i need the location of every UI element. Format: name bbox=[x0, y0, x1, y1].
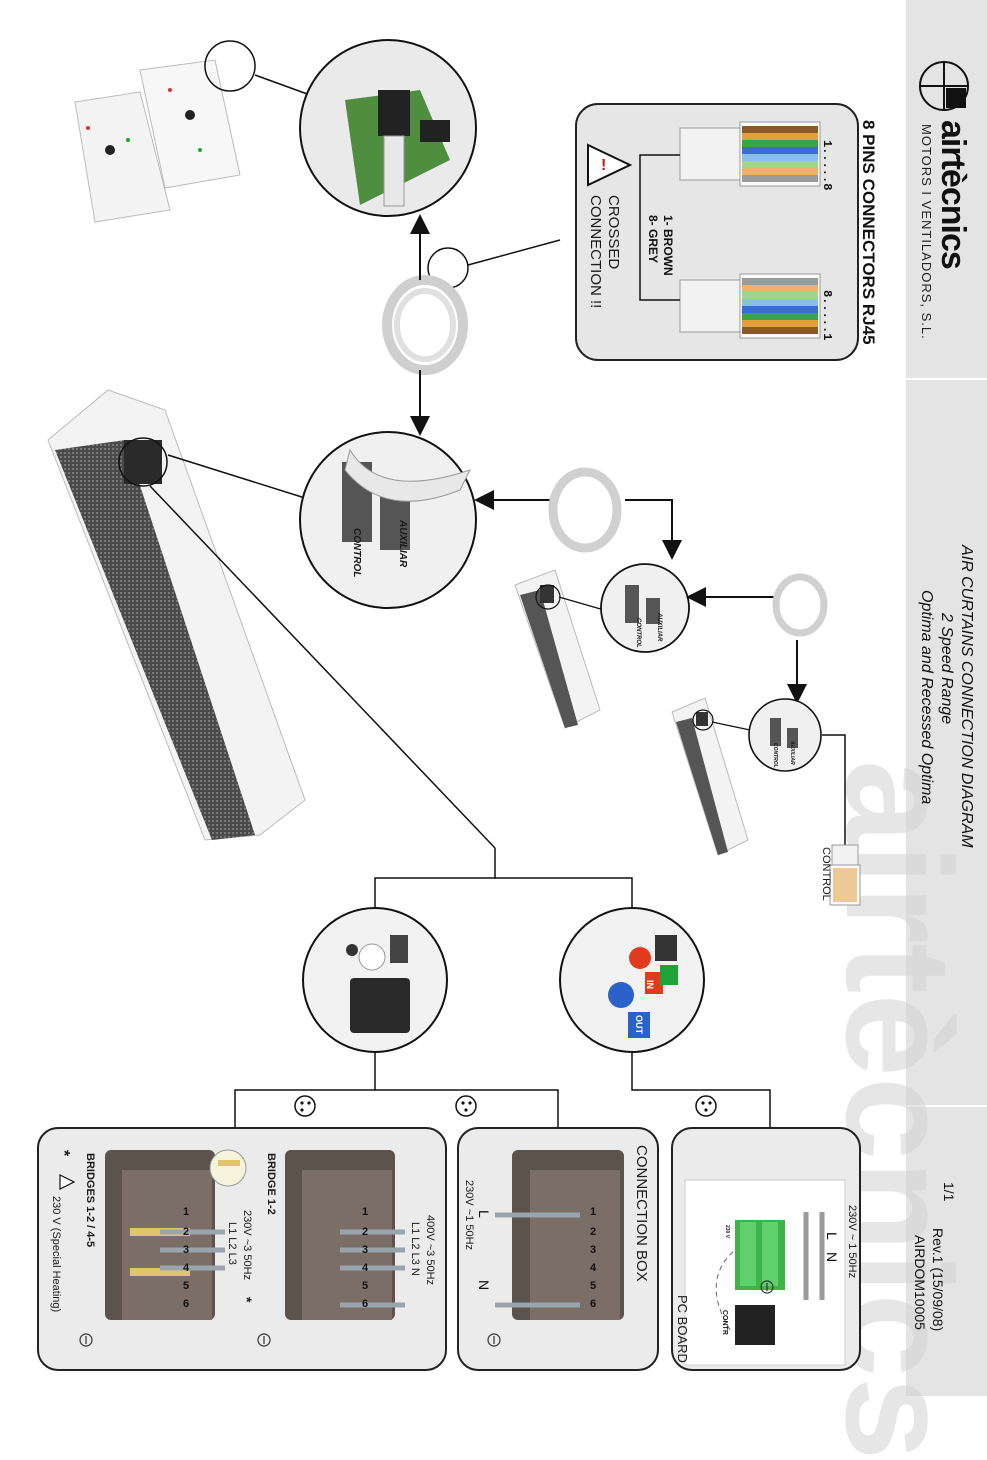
brand-subtitle: MOTORS I VENTILADORS, S.L. bbox=[919, 124, 934, 340]
cable-coil-2 bbox=[548, 467, 622, 553]
pc-board-terminal-label: 230 V bbox=[724, 1225, 730, 1239]
low-voltage-terminal-block bbox=[105, 1150, 225, 1320]
sidebar-divider bbox=[906, 1105, 987, 1107]
bridge-clip bbox=[209, 1149, 247, 1187]
main-air-curtain bbox=[47, 389, 306, 841]
connection-box-terminal-block bbox=[495, 1150, 624, 1320]
connection-box-title: CONNECTION BOX bbox=[633, 1145, 650, 1282]
cable-coil-3 bbox=[772, 573, 828, 637]
out-button-label: OUT bbox=[634, 1015, 644, 1034]
revision: Rev.1 (15/09/08) bbox=[930, 1228, 946, 1332]
bridge-title-2: BRIDGES 1-2 / 4-5 bbox=[84, 1153, 96, 1248]
control-rj45-plug bbox=[829, 844, 861, 906]
button-panel-detail bbox=[559, 907, 705, 1053]
terminal-number: 1 bbox=[362, 1206, 368, 1218]
warning-text-line2: CONNECTION !! bbox=[587, 195, 604, 309]
pc-board-L: L bbox=[824, 1232, 840, 1240]
speed-dots-icon bbox=[695, 1095, 717, 1117]
low-voltage-star: * bbox=[239, 1297, 255, 1303]
port-label-auxiliar: AUXILIAR bbox=[789, 741, 795, 765]
tri-phases: L1 L2 L3 N bbox=[409, 1222, 421, 1276]
motor-box-detail bbox=[302, 907, 448, 1053]
port-label-control: CONTROL bbox=[635, 618, 641, 648]
terminal-number: 4 bbox=[183, 1262, 190, 1274]
document-code: AIRDOM10005 bbox=[912, 1235, 928, 1330]
rj45-left-pins: 1.....8 bbox=[820, 140, 834, 191]
terminal-number: 5 bbox=[590, 1280, 596, 1292]
warning-triangle-icon: ! bbox=[587, 143, 633, 187]
port-label-auxiliar: AUXILIAR bbox=[656, 613, 662, 642]
wire-note-brown: 1- BROWN bbox=[661, 215, 675, 276]
rj45-right-pins: 8.....1 bbox=[820, 290, 834, 341]
remote-pcb-detail bbox=[299, 39, 477, 217]
ground-icon bbox=[79, 1333, 93, 1347]
warning-triangle-icon bbox=[59, 1174, 76, 1190]
terminal-number: 6 bbox=[590, 1298, 596, 1310]
diagram-title: AIR CURTAINS CONNECTION DIAGRAM bbox=[958, 545, 975, 848]
sidebar-divider bbox=[906, 378, 987, 380]
third-air-curtain bbox=[671, 697, 749, 856]
rj45-heading: 8 PINS CONNECTORS RJ45 bbox=[859, 120, 878, 345]
low-voltage-phases: L1 L2 L3 bbox=[226, 1222, 238, 1265]
terminal-number: 4 bbox=[590, 1262, 597, 1274]
port-label-control: CONTROL bbox=[351, 528, 362, 578]
rj45-connector-left bbox=[679, 121, 821, 187]
terminal-number: 6 bbox=[183, 1298, 189, 1310]
pc-board-supply: 230V ~ 1 50Hz bbox=[846, 1205, 858, 1279]
control-plug-label: CONTROL bbox=[820, 847, 832, 901]
terminal-number: 3 bbox=[362, 1244, 368, 1256]
svg-text:!: ! bbox=[601, 157, 606, 174]
terminal-number: 1 bbox=[590, 1206, 596, 1218]
rj45-connector-right bbox=[679, 273, 821, 339]
terminal-number: 5 bbox=[362, 1280, 368, 1292]
connection-box-supply: 230V ~1 50Hz bbox=[463, 1180, 475, 1251]
connection-box-L: L bbox=[476, 1210, 492, 1218]
tri-terminal-block bbox=[285, 1150, 405, 1320]
pc-board-chip-label: CONTR bbox=[721, 1310, 728, 1335]
terminal-number: 4 bbox=[362, 1262, 369, 1274]
ground-icon bbox=[257, 1333, 271, 1347]
diagram-models: Optima and Recessed Optima bbox=[918, 590, 935, 805]
speed-dots-icon bbox=[455, 1095, 477, 1117]
pc-board-N: N bbox=[824, 1252, 840, 1263]
ground-icon bbox=[760, 1280, 774, 1294]
quartered-circle-logo-icon bbox=[919, 61, 969, 111]
page-number: 1/1 bbox=[941, 1182, 957, 1202]
terminal-number: 2 bbox=[590, 1226, 596, 1238]
wire-note-grey: 8- GREY bbox=[646, 215, 660, 264]
tri-supply: 400V ~3 50Hz bbox=[424, 1215, 436, 1286]
terminal-number: 6 bbox=[362, 1298, 368, 1310]
terminal-number: 2 bbox=[362, 1226, 368, 1238]
in-button-label: IN bbox=[645, 980, 655, 989]
connection-box-N: N bbox=[476, 1280, 492, 1291]
brand-name: airtècnics bbox=[934, 120, 972, 269]
diagram-page: airtècnics airtècnics MOTORS I VENTILADO… bbox=[37, 0, 987, 1460]
footnote-star: * bbox=[55, 1150, 72, 1157]
port-label-control: CONTROL bbox=[772, 743, 778, 768]
port-detail-large bbox=[299, 431, 477, 609]
terminal-number: 2 bbox=[183, 1226, 189, 1238]
warning-text-line1: CROSSED bbox=[605, 195, 622, 270]
title-sidebar bbox=[906, 0, 987, 1396]
port-detail-medium bbox=[600, 563, 690, 653]
terminal-number: 5 bbox=[183, 1280, 189, 1292]
footnote-text: 230 V (Special Heating) bbox=[50, 1196, 62, 1313]
terminal-number: 3 bbox=[183, 1244, 189, 1256]
terminal-number: 3 bbox=[590, 1244, 596, 1256]
pc-board bbox=[684, 1179, 846, 1366]
cable-coil bbox=[382, 275, 468, 375]
diagram-subtitle: 2 Speed Range bbox=[938, 613, 955, 725]
wiring-drawing: ! bbox=[37, 39, 861, 1371]
second-air-curtain bbox=[514, 569, 601, 729]
speed-dots-icon bbox=[294, 1095, 316, 1117]
ground-icon bbox=[487, 1333, 501, 1347]
low-voltage-supply: 230V ~3 50Hz bbox=[241, 1210, 253, 1281]
terminal-number: 1 bbox=[183, 1206, 189, 1218]
remote-control-units bbox=[74, 59, 241, 223]
port-detail-small bbox=[748, 698, 822, 772]
pc-board-label: PC BOARD bbox=[675, 1295, 690, 1363]
bridge-title-1: BRIDGE 1-2 bbox=[265, 1153, 277, 1215]
port-label-auxiliar: AUXILIAR bbox=[397, 520, 408, 568]
